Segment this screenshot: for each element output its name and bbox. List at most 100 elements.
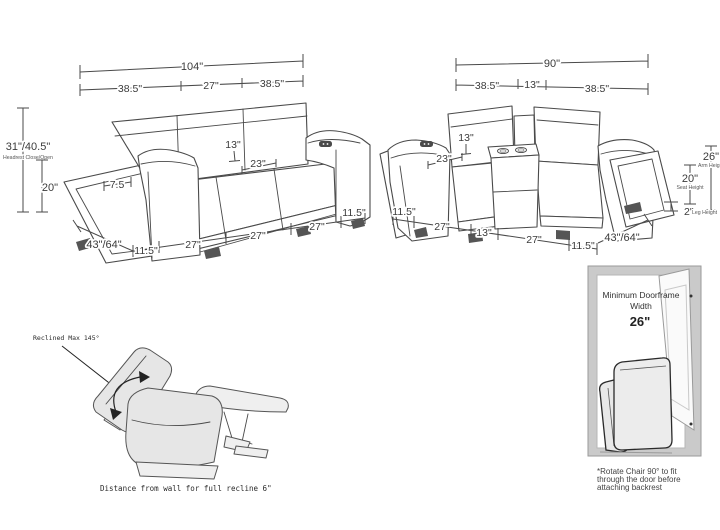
loveseat-interior-dimensions: 13" 23" — [427, 130, 476, 169]
arm-height-value: 26" — [703, 151, 719, 163]
loveseat-back-creases — [450, 118, 599, 128]
loveseat-foot-3 — [556, 230, 570, 240]
dim-line-31-40 — [17, 107, 29, 213]
sofa-back-height-label: 20" — [42, 182, 58, 194]
seat-height-value: 20" — [682, 173, 698, 185]
sofa-depth-line — [72, 219, 134, 252]
sofa-power-button-dot-1 — [322, 143, 325, 145]
sofa-bottom-seg-5: 11.5" — [342, 207, 366, 219]
sofa-arm-width-label: 7.5 — [110, 179, 125, 191]
sofa-bottom-seg-2: 27" — [185, 239, 201, 251]
recline-motion-arrowhead-up — [139, 371, 150, 383]
sofa-right-arm — [305, 130, 371, 227]
sofa-foot-1 — [204, 247, 221, 259]
sofa-seat-seams — [215, 168, 284, 241]
loveseat-headrest-depth-ticks — [460, 144, 472, 155]
loveseat-top-seg-3: 38.5" — [585, 83, 609, 95]
loveseat-top-seg-1: 38.5" — [475, 80, 499, 92]
sofa-seat-depth-ticks — [241, 159, 277, 174]
dim-line-20 — [36, 159, 48, 213]
loveseat-depth-line — [597, 213, 653, 244]
door-note-line2: through the door before — [597, 475, 681, 484]
cupholder-2-inner — [517, 148, 525, 152]
sofa-bottom-line — [132, 212, 366, 257]
loveseat-depth-label: 43"/64" — [604, 232, 639, 244]
sofa-flap-foot — [76, 238, 93, 251]
cupholder-1-inner — [499, 149, 507, 153]
sofa-power-button — [319, 141, 332, 147]
sofa-right-arm-lines — [307, 139, 361, 222]
sofa-bottom-seg-4: 27" — [309, 221, 325, 233]
loveseat-power-button-dot-1 — [423, 143, 426, 145]
console-front — [490, 154, 540, 230]
recliner-backrest-seam — [105, 355, 147, 405]
recline-max-label: Reclined Max 145° — [33, 334, 100, 342]
door-chair-main — [613, 357, 673, 451]
door-hinge-dot-top — [689, 294, 693, 298]
sofa-left-dimensions: 31"/40.5" Headrest Close/Open 20" — [2, 107, 60, 213]
cupholder-1 — [497, 147, 509, 155]
loveseat-foot-4 — [624, 202, 642, 214]
door-chair-shadow — [599, 451, 673, 454]
dim-line-90 — [455, 54, 649, 72]
loveseat-bottom-dimensions: 11.5" 27" 13" 27" 11.5" 43"/64" — [391, 204, 653, 255]
sofa-arm-width-ticks — [103, 177, 132, 191]
loveseat-seat-depth-label: 23" — [436, 153, 452, 165]
sofa-line-art — [63, 102, 371, 264]
recliner-footrest-bar — [233, 445, 269, 459]
loveseat-right-dimensions: 26" Arm Height 20" Seat Height 2" Leg He… — [664, 145, 720, 220]
loveseat-bottom-seg-4: 27" — [526, 234, 542, 246]
loveseat-bottom-seg-3: 13" — [476, 227, 492, 239]
sofa-power-button-dot-2 — [326, 143, 329, 145]
loveseat-bottom-seg-1: 11.5" — [392, 206, 416, 218]
door-hinge-dot-bottom — [689, 422, 693, 426]
sofa-base-rail — [199, 212, 341, 253]
loveseat-power-button — [420, 141, 433, 147]
loveseat-foot-2 — [468, 232, 483, 243]
door-chair-back-seam — [607, 387, 615, 447]
recline-motion-arrowhead-down — [110, 408, 122, 420]
loveseat-seat-right-front — [539, 215, 604, 229]
loveseat-bottom-seg-2: 27" — [434, 221, 450, 233]
doorframe-min-width: 26" — [630, 314, 651, 329]
recliner-seat-body — [125, 387, 223, 469]
dim-line-loveseat-segments — [455, 79, 649, 95]
door-note-line1: *Rotate Chair 90° to fit — [597, 467, 677, 476]
loveseat-diagram: 90" 38.5" 13" 38.5" — [379, 54, 720, 255]
doorframe-label-line1: Minimum Doorframe — [603, 290, 680, 300]
recliner-recline-diagram: Reclined Max 145° Distance from wall for… — [33, 334, 289, 493]
wall-distance-caption: Distance from wall for full recline 6" — [100, 484, 272, 493]
loveseat-top-dimensions: 90" 38.5" 13" 38.5" — [455, 54, 649, 97]
sofa-left-arm — [137, 148, 201, 262]
loveseat-bottom-line — [392, 213, 598, 255]
recliner-base — [135, 461, 219, 480]
cupholder-2 — [515, 146, 527, 154]
sofa-height-label: 31"/40.5" — [6, 141, 51, 153]
dim-line-sofa-segments — [79, 75, 304, 96]
dim-line-2-leg — [664, 201, 678, 212]
loveseat-foot-1 — [414, 227, 428, 238]
recliner-art — [92, 347, 289, 480]
loveseat-overall-width-label: 90" — [544, 58, 560, 70]
sofa-bottom-seg-3: 27" — [250, 230, 266, 242]
loveseat-back-right — [533, 106, 601, 166]
loveseat-line-art — [379, 105, 675, 243]
loveseat-seat-depth-ticks — [427, 153, 463, 169]
sofa-headrest-depth-label: 13" — [225, 139, 241, 151]
sofa-seat-depth-label: 23" — [250, 158, 266, 170]
loveseat-headrest-depth-label: 13" — [458, 132, 474, 144]
dim-line-104 — [79, 54, 304, 79]
recliner-seat-seam — [131, 419, 211, 427]
sofa-top-seg-2: 27" — [203, 80, 219, 92]
sofa-top-seg-1: 38.5" — [118, 83, 142, 95]
arm-height-label: Arm Height — [698, 163, 720, 169]
doorframe-label-line2: Width — [630, 301, 652, 311]
loveseat-right-flap-inner — [617, 158, 665, 220]
sofa-top-seg-3: 38.5" — [260, 78, 284, 90]
leg-height-label: Leg Height — [692, 210, 718, 216]
sofa-foot-3 — [351, 218, 365, 229]
seat-height-label: Seat Height — [676, 185, 704, 191]
sofa-interior-dimensions: 7.5 13" 23" — [103, 137, 277, 193]
